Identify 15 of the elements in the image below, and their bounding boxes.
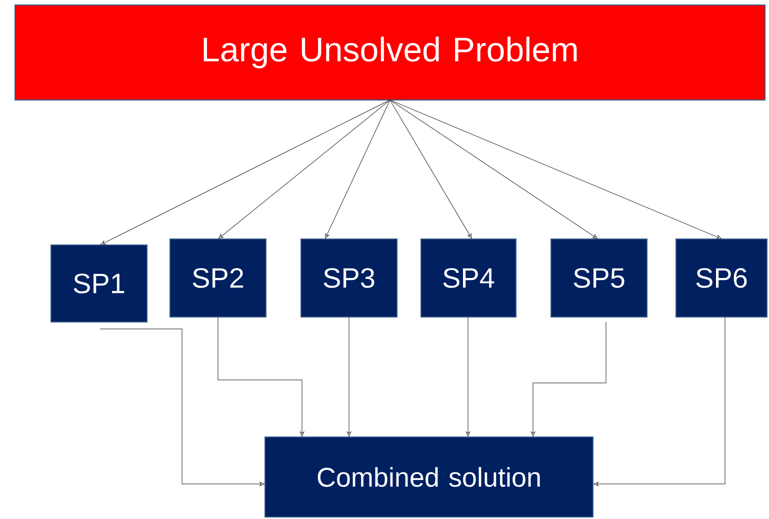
subproblem-box: SP4 [420,238,516,318]
subproblem-box: SP3 [300,238,398,318]
subproblem-box: SP6 [676,238,768,318]
arrow [390,100,722,239]
subproblem-box: SP1 [50,244,148,322]
arrow [390,100,472,239]
solution-box: Combined solution [264,436,594,518]
arrow [218,100,390,239]
arrow [100,100,390,245]
subproblem-box: SP5 [550,238,648,318]
arrow [325,100,390,239]
arrow [593,316,726,487]
subproblem-box: SP2 [170,238,266,318]
problem-box: Large Unsolved Problem [14,4,766,100]
arrow [390,100,598,239]
